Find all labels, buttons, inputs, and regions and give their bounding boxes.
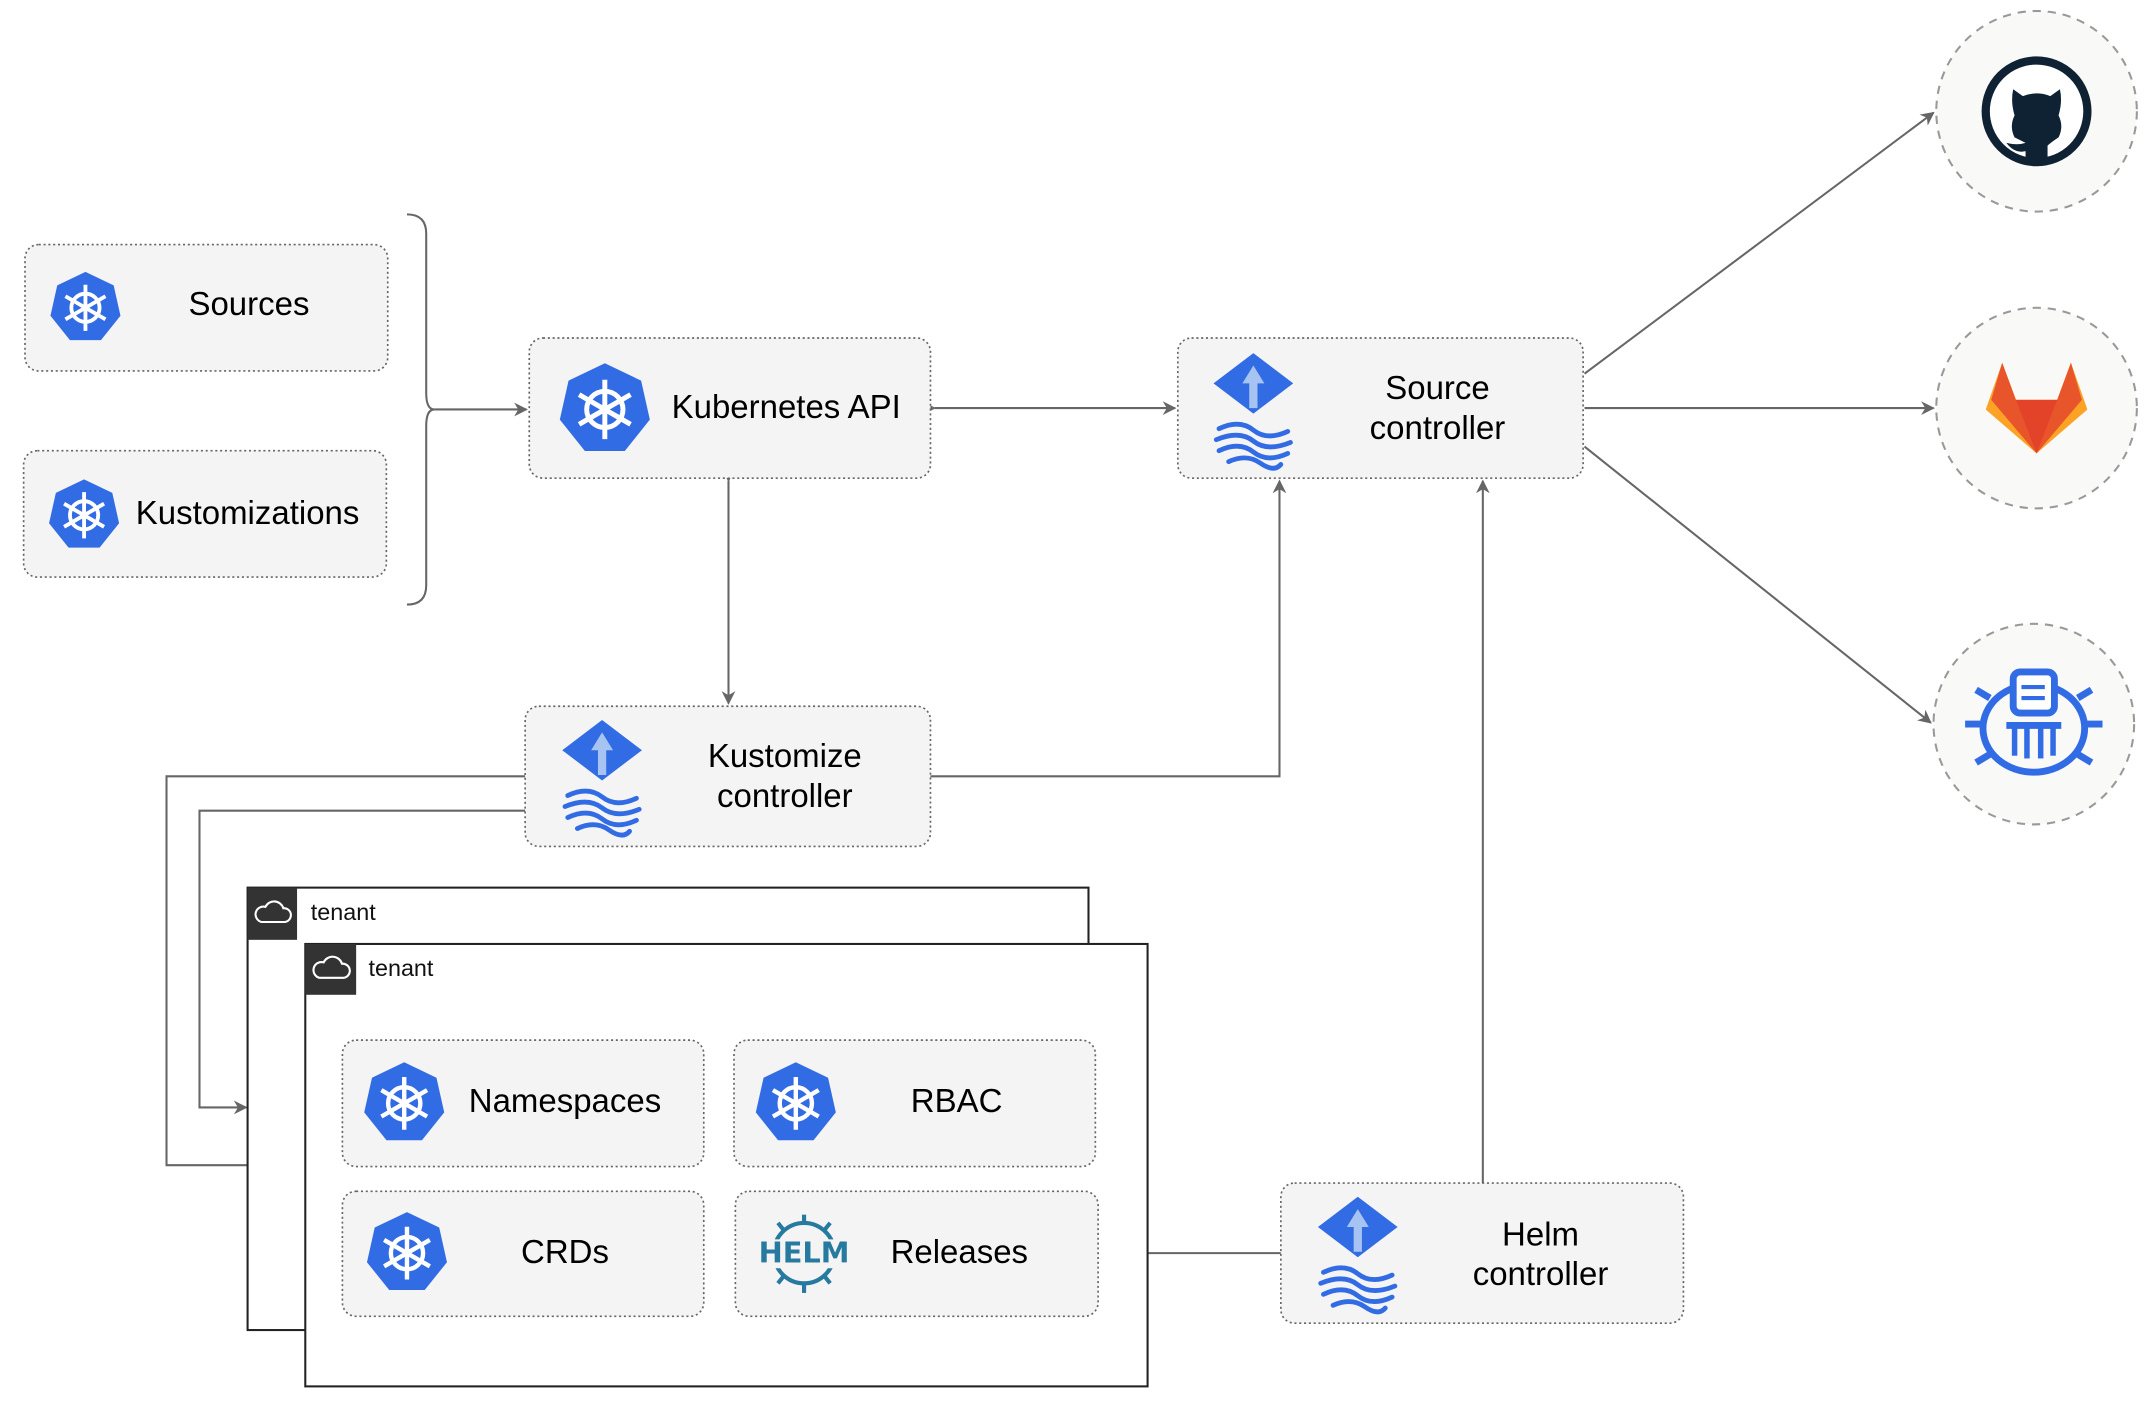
source-controller-label-line1: Source [1385, 369, 1489, 406]
source-controller-label-line2: controller [1370, 409, 1506, 446]
edge-source-to-github [1583, 111, 1935, 375]
kustomizations-node[interactable]: Kustomizations [22, 449, 388, 578]
edge-kustomize-to-tenant-1 [198, 809, 526, 1115]
rbac-label: RBAC [911, 1082, 1003, 1119]
releases-node[interactable]: HELM Releases [734, 1190, 1099, 1318]
namespaces-node[interactable]: Namespaces [341, 1039, 705, 1168]
grouping-brace [406, 213, 435, 606]
namespaces-label: Namespaces [469, 1082, 661, 1119]
tenant-group-2[interactable]: tenant Namespaces RBAC CRDs [304, 942, 1149, 1388]
sources-node[interactable]: Sources [24, 243, 389, 372]
helm-controller-label-line1: Helm [1502, 1215, 1579, 1252]
tenant-label: tenant [369, 955, 434, 981]
github-source[interactable] [1935, 9, 2138, 213]
kubernetes-api-label: Kubernetes API [672, 388, 901, 425]
helm-controller-node[interactable]: Helm controller [1280, 1182, 1685, 1325]
helm-controller-label-line2: controller [1473, 1255, 1609, 1292]
kubernetes-api-node[interactable]: Kubernetes API [528, 337, 932, 479]
kustomize-controller-label-line2: controller [717, 777, 853, 814]
crds-node[interactable]: CRDs [341, 1190, 705, 1318]
bucket-icon [1965, 668, 2103, 776]
kustomizations-label: Kustomizations [136, 494, 360, 531]
gitlab-source[interactable] [1935, 306, 2138, 510]
edge-kustomize-to-tenant-2 [165, 775, 526, 1173]
helm-icon: HELM [759, 1214, 850, 1293]
bucket-source[interactable] [1932, 622, 2136, 826]
crds-label: CRDs [521, 1233, 609, 1270]
github-icon [1981, 56, 2092, 167]
kustomize-controller-node[interactable]: Kustomize controller [524, 705, 932, 848]
releases-label: Releases [891, 1233, 1028, 1270]
source-controller-node[interactable]: Source controller [1176, 337, 1584, 479]
edge-kustomize-to-source [930, 479, 1287, 778]
helm-logo-text: HELM [759, 1235, 850, 1269]
gitlab-icon [1985, 362, 2088, 454]
edge-source-to-bucket [1583, 445, 1932, 724]
sources-label: Sources [188, 285, 309, 322]
kustomize-controller-label-line1: Kustomize [708, 737, 862, 774]
tenant-label: tenant [311, 899, 376, 925]
rbac-node[interactable]: RBAC [733, 1039, 1097, 1168]
